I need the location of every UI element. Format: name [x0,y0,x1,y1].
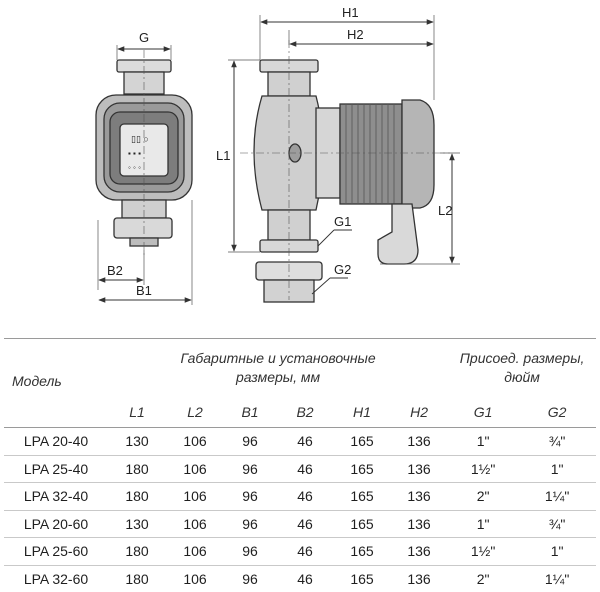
value-cell: 136 [390,510,448,538]
value-cell: 130 [108,428,166,456]
label-l1: L1 [216,148,230,163]
dims-header-line2: размеры, мм [236,369,320,385]
model-cell: LPA 25-40 [4,455,108,483]
value-cell: 1" [448,510,518,538]
col-header: H2 [390,397,448,428]
col-header: B2 [276,397,334,428]
value-cell: 46 [276,455,334,483]
label-b1: B1 [136,283,152,298]
value-cell: 165 [334,428,390,456]
value-cell: 165 [334,455,390,483]
value-cell: 1¼" [518,483,596,511]
conn-group-header: Присоед. размеры, дюйм [448,339,596,398]
col-header-empty [4,397,108,428]
dims-header-line1: Габаритные и установочные [180,350,375,366]
value-cell: 136 [390,428,448,456]
value-cell: 96 [224,483,276,511]
model-cell: LPA 20-40 [4,428,108,456]
value-cell: 106 [166,483,224,511]
value-cell: 46 [276,428,334,456]
value-cell: 180 [108,538,166,566]
label-h1: H1 [342,5,359,20]
value-cell: 2" [448,483,518,511]
value-cell: 136 [390,538,448,566]
label-g2: G2 [334,262,351,277]
model-cell: LPA 20-60 [4,510,108,538]
col-header: L2 [166,397,224,428]
dims-group-header: Габаритные и установочные размеры, мм [108,339,448,398]
value-cell: 106 [166,455,224,483]
value-cell: 180 [108,455,166,483]
col-header: L1 [108,397,166,428]
value-cell: 136 [390,483,448,511]
value-cell: 106 [166,538,224,566]
value-cell: 96 [224,428,276,456]
label-g: G [139,30,149,45]
spec-table: Модель Габаритные и установочные размеры… [4,338,596,592]
value-cell: ¾" [518,510,596,538]
model-header: Модель [4,339,108,398]
value-cell: 96 [224,510,276,538]
pump-dimension-drawing: ▯▯ ○ ▪ ▪ ▪ ◦ ◦ ◦ G B2 B1 [0,0,600,330]
value-cell: 96 [224,455,276,483]
value-cell: 165 [334,538,390,566]
value-cell: 46 [276,510,334,538]
value-cell: 1½" [448,538,518,566]
value-cell: 165 [334,483,390,511]
model-cell: LPA 32-40 [4,483,108,511]
value-cell: 46 [276,483,334,511]
value-cell: 180 [108,483,166,511]
value-cell: 165 [334,510,390,538]
value-cell: 1" [518,455,596,483]
svg-text:◦ ◦ ◦: ◦ ◦ ◦ [128,163,141,172]
value-cell: 46 [276,538,334,566]
value-cell: ¾" [518,428,596,456]
svg-text:▯▯ ○: ▯▯ ○ [131,134,149,144]
value-cell: 1" [518,538,596,566]
model-cell: LPA 25-60 [4,538,108,566]
label-l2: L2 [438,203,452,218]
conn-header-line2: дюйм [504,369,540,385]
value-cell: 130 [108,510,166,538]
svg-text:▪ ▪ ▪: ▪ ▪ ▪ [128,149,141,158]
label-g1: G1 [334,214,351,229]
value-cell: 1" [448,428,518,456]
col-header: G1 [448,397,518,428]
value-cell: 96 [224,538,276,566]
col-header: B1 [224,397,276,428]
value-cell: 106 [166,510,224,538]
col-header: H1 [334,397,390,428]
label-h2: H2 [347,27,364,42]
conn-header-line1: Присоед. размеры, [460,350,585,366]
col-header: G2 [518,397,596,428]
label-b2: B2 [107,263,123,278]
value-cell: 136 [390,455,448,483]
value-cell: 106 [166,428,224,456]
value-cell: 1½" [448,455,518,483]
